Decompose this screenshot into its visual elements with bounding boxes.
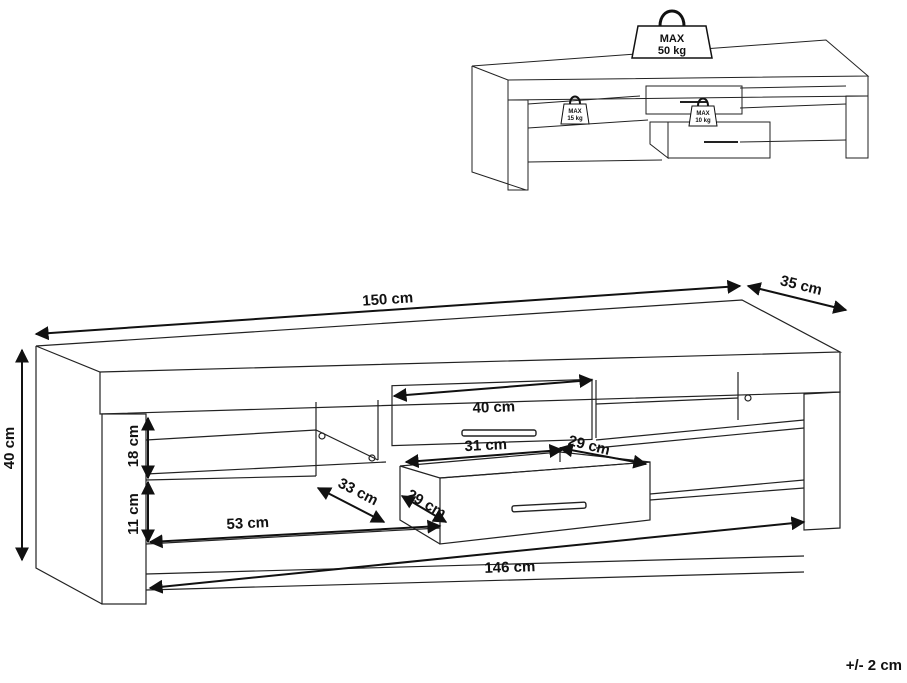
preview-right-leg: [845, 95, 869, 159]
lower-drawer-handle: [511, 501, 587, 513]
max-shelf-line1: MAX: [568, 109, 581, 115]
drawer-inner-depth-arrow: [558, 443, 648, 469]
front-band: [99, 352, 841, 415]
shelf-width-arrow: [148, 519, 442, 549]
height-label: 40 cm: [1, 427, 18, 470]
width-label: 150 cm: [362, 289, 414, 309]
dimension-lines: [15, 279, 848, 594]
bottom-board: [145, 571, 805, 591]
drawer-front-width-arrow: [392, 374, 594, 402]
preview-left-side: [471, 66, 527, 191]
drawer-side-depth-arrow: [400, 495, 448, 523]
max-weight-shelf-icon: MAX 15 kg: [560, 95, 590, 125]
max-weight-top-icon: MAX 50 kg: [631, 9, 713, 59]
max-top-line2: 50 kg: [658, 45, 686, 57]
drawer-inner-width-arrow: [404, 443, 564, 469]
drawer-side-depth-label: 29 cm: [404, 486, 449, 522]
preview-lower-drawer: [667, 121, 771, 159]
shelf-depth-label: 33 cm: [335, 475, 381, 509]
max-weight-drawer-icon: MAX 10 kg: [688, 97, 718, 127]
left-upper-shelf: [145, 429, 379, 461]
shelf-width-label: 53 cm: [226, 514, 269, 533]
width-arrow: [34, 279, 742, 341]
inner-width-label: 146 cm: [484, 558, 535, 577]
lower-height-label: 11 cm: [125, 493, 142, 535]
left-side-panel: [35, 346, 103, 605]
upper-height-label: 18 cm: [125, 425, 142, 468]
max-shelf-line2: 15 kg: [567, 116, 583, 122]
right-leg: [803, 391, 841, 531]
drawer-inner-width-label: 31 cm: [464, 436, 507, 455]
max-drawer-line2: 10 kg: [695, 118, 711, 124]
depth-arrow: [746, 282, 848, 314]
max-top-line1: MAX: [660, 33, 685, 45]
preview-front-band: [507, 76, 869, 101]
preview-left-leg: [507, 99, 529, 191]
max-drawer-line1: MAX: [696, 111, 709, 117]
upper-drawer-handle: [461, 429, 537, 437]
tabletop: [35, 299, 843, 373]
inner-width-arrow: [148, 516, 806, 594]
drawer-front-width-label: 40 cm: [472, 398, 515, 416]
lower-drawer-front: [439, 461, 651, 545]
preview-illustration: [471, 39, 870, 191]
tolerance-note: +/- 2 cm: [846, 657, 902, 674]
